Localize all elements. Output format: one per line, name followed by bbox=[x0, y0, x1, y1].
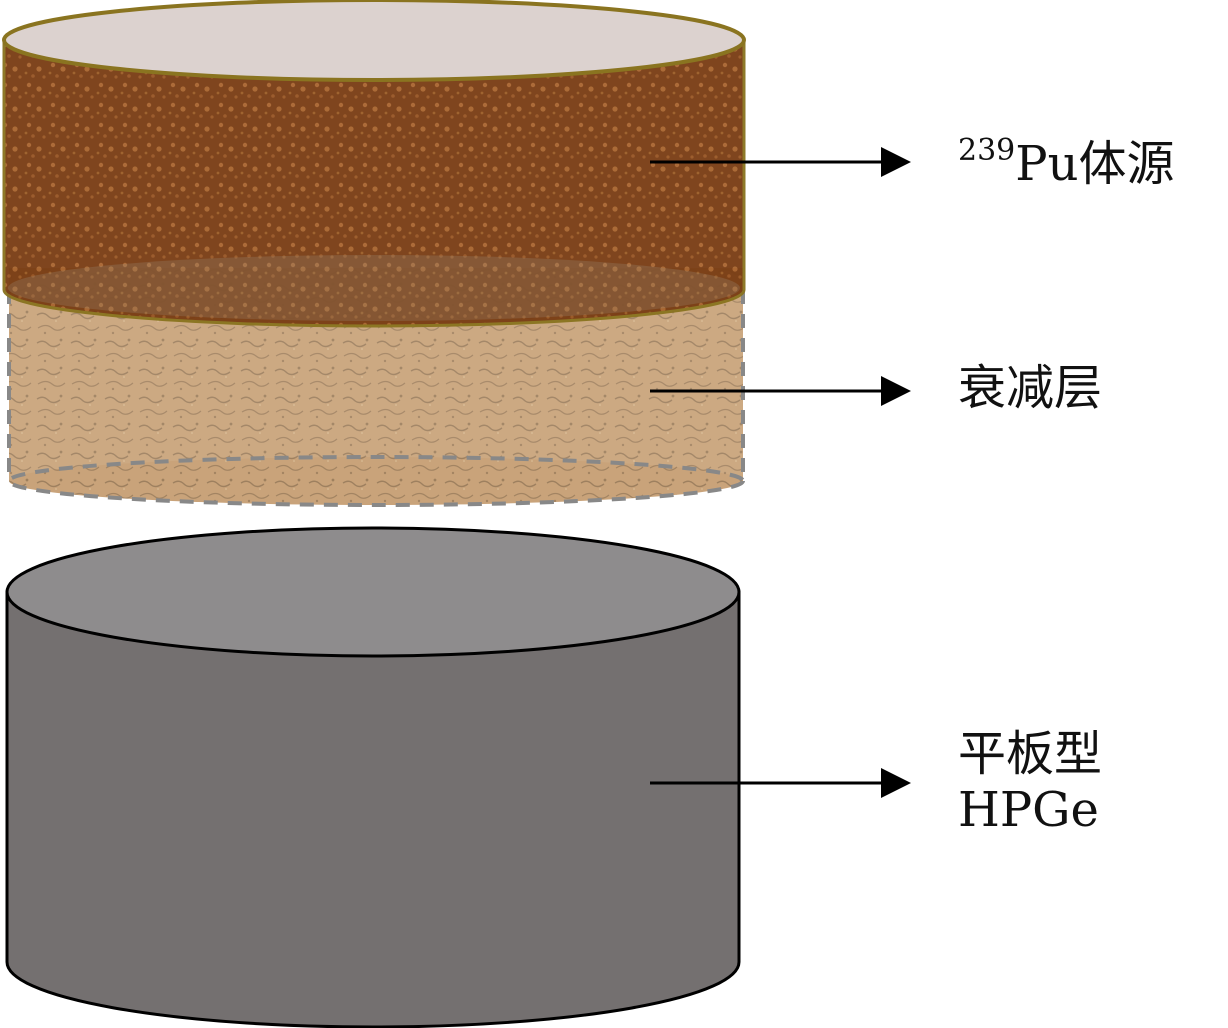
source-cylinder bbox=[2, 0, 746, 328]
source-label-text: Pu体源 bbox=[1015, 136, 1175, 192]
detector-label-line-1: 平板型 bbox=[958, 726, 1103, 782]
detector-label: 平板型 HPGe bbox=[958, 728, 1102, 840]
attenuation-layer-bottom bbox=[7, 455, 745, 507]
detector-side bbox=[5, 590, 741, 1028]
source-body bbox=[2, 38, 746, 328]
source-base-overlap bbox=[8, 255, 740, 321]
source-label: 239Pu体源 bbox=[958, 134, 1174, 191]
attenuation-layer-label: 衰减层 bbox=[958, 360, 1103, 416]
source-mass-number: 239 bbox=[958, 133, 1016, 168]
detector-cylinder bbox=[5, 526, 741, 1028]
source-top-face bbox=[2, 0, 746, 82]
detector-label-line-2: HPGe bbox=[958, 782, 1099, 838]
detector-top-face bbox=[5, 526, 741, 658]
